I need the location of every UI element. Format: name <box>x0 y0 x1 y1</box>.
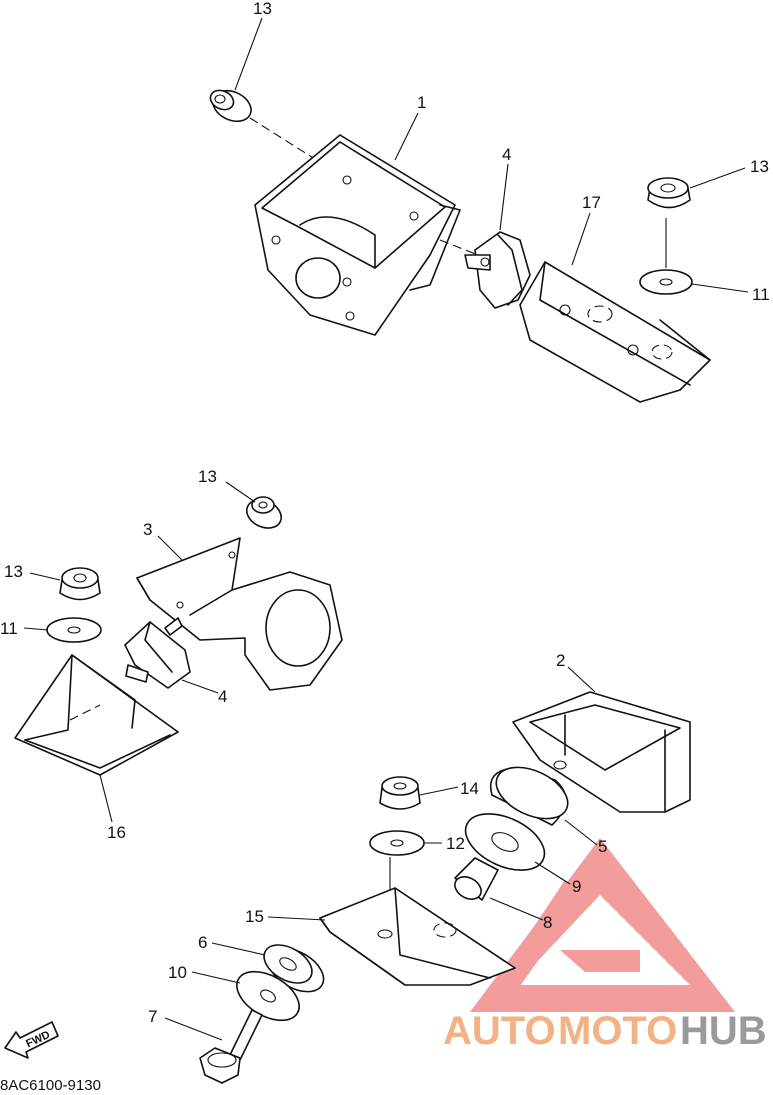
part-17-bracket <box>519 261 711 403</box>
part-8-collar <box>454 857 499 901</box>
part-11-washer-top-right <box>639 269 693 295</box>
part-16-bracket <box>14 654 179 776</box>
part-15-bracket <box>319 887 516 986</box>
callout-12: 12 <box>446 834 465 853</box>
part-13-nut-top-right <box>647 177 691 209</box>
callout-10: 10 <box>168 963 187 982</box>
callout-9: 9 <box>572 877 581 896</box>
fwd-label: FWD <box>24 1029 52 1050</box>
part-3-bracket <box>136 537 343 691</box>
callout-3: 3 <box>143 520 152 539</box>
part-13-nut-left <box>59 567 101 601</box>
callout-11-top-right: 11 <box>752 285 770 304</box>
callout-4-top: 4 <box>502 145 511 164</box>
callout-16: 16 <box>107 823 126 842</box>
part-10-washer <box>236 970 300 1022</box>
callout-14: 14 <box>460 779 479 798</box>
callout-13-left: 13 <box>4 562 23 581</box>
part-12-washer <box>369 830 425 856</box>
callout-11-left: 11 <box>0 619 18 638</box>
part-7-bolt <box>199 1009 263 1084</box>
callout-4-mid: 4 <box>218 687 227 706</box>
callout-13-mid: 13 <box>198 467 217 486</box>
leader-lines <box>23 17 749 1041</box>
part-1-mount-bracket <box>254 134 461 336</box>
callout-8: 8 <box>543 913 552 932</box>
watermark-hub: HUB <box>680 1009 767 1053</box>
callout-1: 1 <box>417 93 426 112</box>
diagram-code: 8AC6100-9130 <box>0 1077 101 1094</box>
part-4-damper-mid <box>124 617 191 689</box>
callout-7: 7 <box>148 1007 157 1026</box>
fwd-arrow-icon: FWD <box>4 1021 59 1059</box>
part-5-cushion <box>490 766 569 826</box>
callout-6: 6 <box>198 933 207 952</box>
callout-2: 2 <box>556 651 565 670</box>
watermark-auto: AUTO <box>443 1009 556 1053</box>
callout-5: 5 <box>598 837 607 856</box>
part-13-nut-top <box>209 89 252 123</box>
callout-15: 15 <box>245 907 264 926</box>
part-2-bracket <box>512 691 691 813</box>
callout-13-top-right: 13 <box>750 157 769 176</box>
part-13-nut-mid <box>245 496 283 529</box>
watermark-moto: MOTO <box>558 1009 677 1053</box>
part-9-washer <box>464 813 546 871</box>
part-14-nut <box>379 776 421 810</box>
part-4-damper-top <box>464 231 531 309</box>
callout-17: 17 <box>582 193 601 212</box>
part-11-washer-left <box>46 617 102 643</box>
callout-13-top: 13 <box>253 0 272 18</box>
